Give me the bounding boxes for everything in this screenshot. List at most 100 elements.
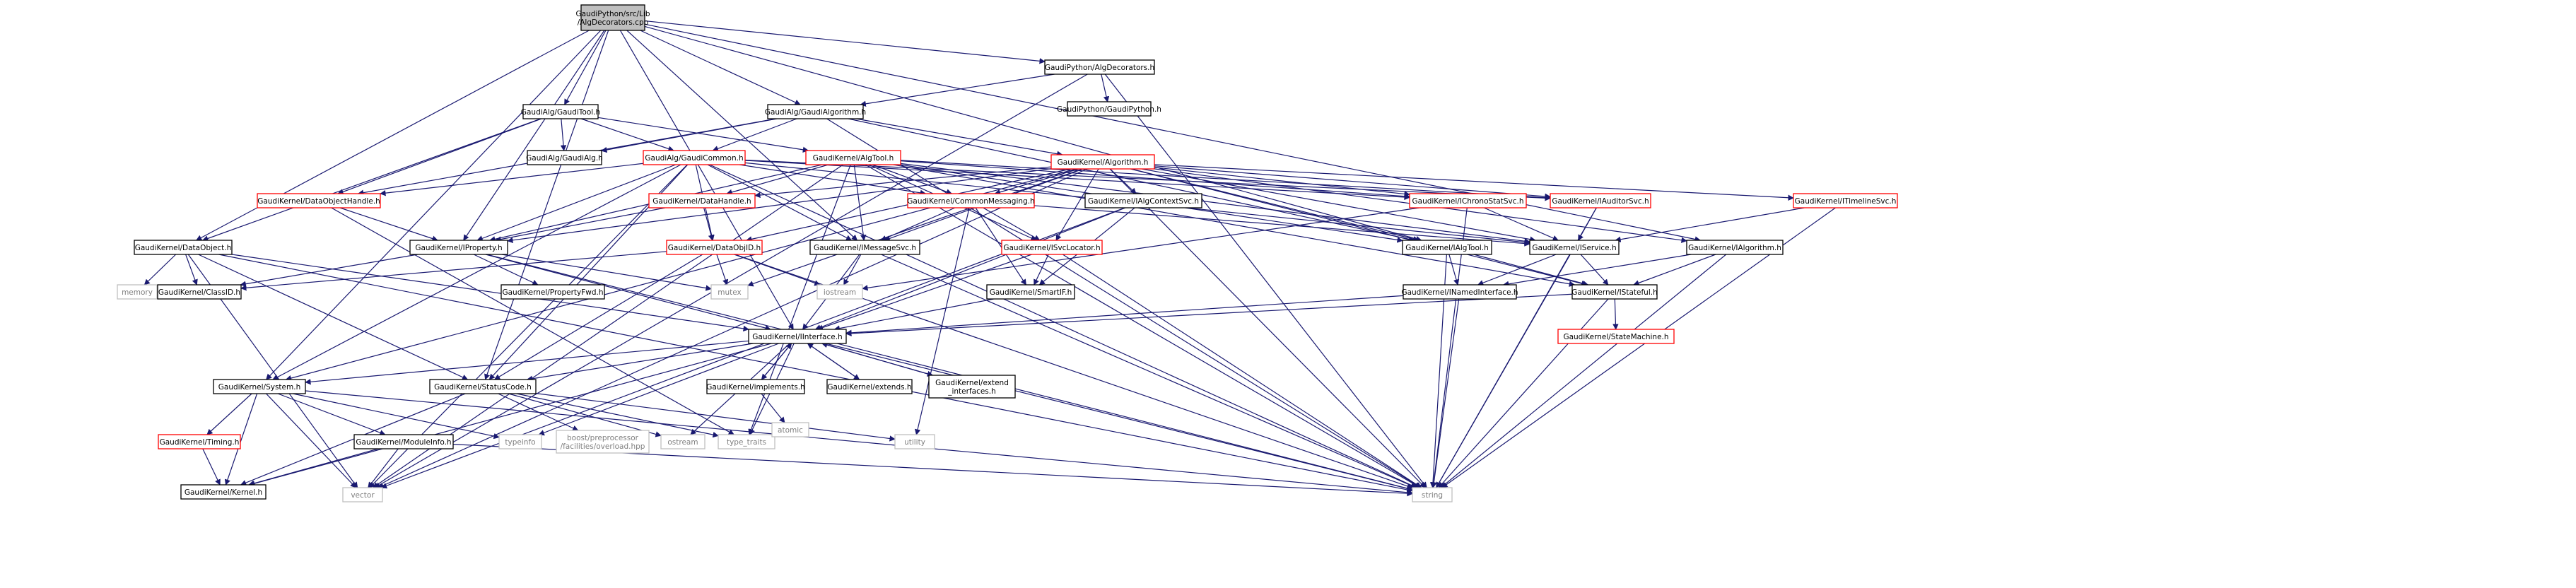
node-typeinfo: typeinfo [498,434,542,449]
edge-gk_iservice-to-gk_inamedinterface [1477,254,1557,286]
node-gk_algorithm[interactable]: GaudiKernel/Algorithm.h [1050,154,1155,170]
node-gk_iservice[interactable]: GaudiKernel/IService.h [1529,240,1620,255]
edge-gk_iproperty-to-gk_classid [240,254,418,287]
edge-gk_dataobjecthandle-to-gk_iproperty [339,207,438,242]
node-label: type_traits [727,438,766,447]
edge-gk_moduleinfo-to-vector [368,448,399,488]
node-memory: memory [117,284,158,300]
node-gk_ichronostatsvc[interactable]: GaudiKernel/IChronoStatSvc.h [1409,193,1527,208]
node-label: GaudiKernel/IAlgContextSvc.h [1088,197,1199,206]
node-box [748,329,847,344]
edge-gk_ialgorithm-to-gk_istateful [1633,254,1716,286]
edge-gk_implements-to-atomic [761,393,785,423]
edge-gk_statuscode-to-boost_overload [498,393,579,431]
node-gaudialg_tool[interactable]: GaudiAlg/GaudiTool.h [521,104,600,119]
node-gk_classid[interactable]: GaudiKernel/ClassID.h [157,284,242,300]
node-root[interactable]: GaudiPython/src/Lib/AlgDecorators.cpp [575,4,650,31]
node-gk_implements[interactable]: GaudiKernel/implements.h [706,379,805,394]
node-gk_propertyfwd[interactable]: GaudiKernel/PropertyFwd.h [500,284,605,300]
edge-gk_algorithm-to-gk_datahandle [754,166,1052,199]
node-gk_dataobjid[interactable]: GaudiKernel/DataObjID.h [666,240,763,255]
edge-gk_system-to-vector [266,393,357,488]
node-box [157,284,242,300]
edge-gk_ichronostatsvc-to-gk_iservice [1484,207,1559,241]
node-gaudialg_common[interactable]: GaudiAlg/GaudiCommon.h [643,150,746,165]
node-gk_dataobjecthandle[interactable]: GaudiKernel/DataObjectHandle.h [257,193,381,208]
node-box [809,240,920,255]
node-box [710,284,749,300]
node-gk_extends[interactable]: GaudiKernel/extends.h [826,379,913,394]
node-box [342,487,383,502]
edge-gk_datahandle-to-gk_iproperty [495,207,665,242]
node-gaudialg_algorithm[interactable]: GaudiAlg/GaudiAlgorithm.h [765,104,866,119]
node-gp_algdec[interactable]: GaudiPython/AlgDecorators.h [1044,59,1155,75]
edge-gaudialg_common-to-vector [369,164,688,488]
node-label: GaudiKernel/IMessageSvc.h [814,244,916,252]
node-box [527,150,602,165]
node-gk_datahandle[interactable]: GaudiKernel/DataHandle.h [648,193,756,208]
node-gk_ialgcontextsvc[interactable]: GaudiKernel/IAlgContextSvc.h [1084,193,1202,208]
edge-gk_iinterface-to-string [825,343,1413,492]
node-gk_timing[interactable]: GaudiKernel/Timing.h [158,434,241,449]
node-gk_system[interactable]: GaudiKernel/System.h [213,379,306,394]
node-box [353,434,454,449]
node-gk_statemachine[interactable]: GaudiKernel/StateMachine.h [1557,329,1675,344]
node-box [158,434,241,449]
edge-gk_dataobjid-to-gk_statuscode [493,254,703,380]
node-label: GaudiKernel/IAuditorSvc.h [1552,197,1649,206]
edge-root-to-gk_iinterface [619,30,794,330]
node-gk_commonmessaging[interactable]: GaudiKernel/CommonMessaging.h [907,193,1035,208]
node-gk_iauditorsvc[interactable]: GaudiKernel/IAuditorSvc.h [1550,193,1651,208]
edge-gaudialg_common-to-gk_commonmessaging [739,164,927,196]
edge-gaudialg_algorithm-to-gk_algorithm [855,118,1063,157]
edge-gp_algdec-to-gaudialg_algorithm [860,74,1055,107]
node-gk_extend_interfaces[interactable]: GaudiKernel/extend_interfaces.h [928,375,1016,399]
edge-gk_dataobject-to-memory [144,254,177,286]
node-gk_istateful[interactable]: GaudiKernel/IStateful.h [1571,284,1658,300]
node-gk_iproperty[interactable]: GaudiKernel/IProperty.h [409,240,508,255]
node-gk_moduleinfo[interactable]: GaudiKernel/ModuleInfo.h [353,434,454,449]
edge-root-to-gk_system [265,30,602,380]
node-gk_dataobject[interactable]: GaudiKernel/DataObject.h [134,240,233,255]
edge-gaudialg_tool-to-gk_algtool [597,117,809,153]
node-label: GaudiPython/src/Lib [575,10,650,18]
node-label: GaudiKernel/extends.h [827,383,911,392]
edge-root-to-gk_dataobject [195,30,590,241]
node-label: GaudiKernel/PropertyFwd.h [502,288,603,297]
node-gk_ialgtool[interactable]: GaudiKernel/IAlgTool.h [1402,240,1492,255]
node-gk_itimelinesvc[interactable]: GaudiKernel/ITimelineSvc.h [1793,193,1898,208]
node-gk_inamedinterface[interactable]: GaudiKernel/INamedInterface.h [1401,284,1518,300]
node-box [1529,240,1620,255]
edge-gaudialg_tool-to-gk_dataobject [202,118,541,242]
node-gk_algtool[interactable]: GaudiKernel/AlgTool.h [805,150,901,165]
node-box [771,422,809,437]
edge-gk_algtool-to-type_traits [748,164,851,435]
node-gk_kernel[interactable]: GaudiKernel/Kernel.h [180,484,267,500]
node-box [1044,59,1155,75]
node-label: /facilities/overload.hpp [561,442,645,451]
edge-gk_algorithm-to-gk_iauditorsvc [1154,165,1551,200]
node-box [134,240,233,255]
node-gk_smartif[interactable]: GaudiKernel/SmartIF.h [986,284,1075,300]
node-box [1001,240,1103,255]
node-gk_imessagesvc[interactable]: GaudiKernel/IMessageSvc.h [809,240,920,255]
edge-gk_algtool-to-gk_commonmessaging [872,164,952,195]
node-label: GaudiAlg/GaudiAlg.h [526,154,603,163]
edge-gk_algorithm-to-gk_iproperty [507,168,1052,244]
node-box [409,240,508,255]
node-label: GaudiPython/GaudiPython.h [1057,105,1161,114]
edge-gk_algorithm-to-gk_itimelinesvc [1154,164,1794,201]
node-gaudialg_alg[interactable]: GaudiAlg/GaudiAlg.h [526,150,603,165]
node-gaudi_python[interactable]: GaudiPython/GaudiPython.h [1057,101,1161,117]
node-box [213,379,306,394]
edge-gk_algorithm-to-gk_ialgcontextsvc [1110,168,1137,194]
node-gk_statuscode[interactable]: GaudiKernel/StatusCode.h [429,379,537,394]
edge-gk_iservice-to-string [1436,254,1571,488]
node-label: GaudiAlg/GaudiTool.h [521,108,600,117]
node-gk_iinterface[interactable]: GaudiKernel/IInterface.h [748,329,847,344]
node-gk_isvclocator[interactable]: GaudiKernel/ISvcLocator.h [1001,240,1103,255]
node-gk_ialgorithm[interactable]: GaudiKernel/IAlgorithm.h [1686,240,1784,255]
edge-gk_ichronostatsvc-to-iostream [862,207,1419,291]
node-label: GaudiKernel/IChronoStatSvc.h [1412,197,1524,206]
node-box [718,434,775,449]
